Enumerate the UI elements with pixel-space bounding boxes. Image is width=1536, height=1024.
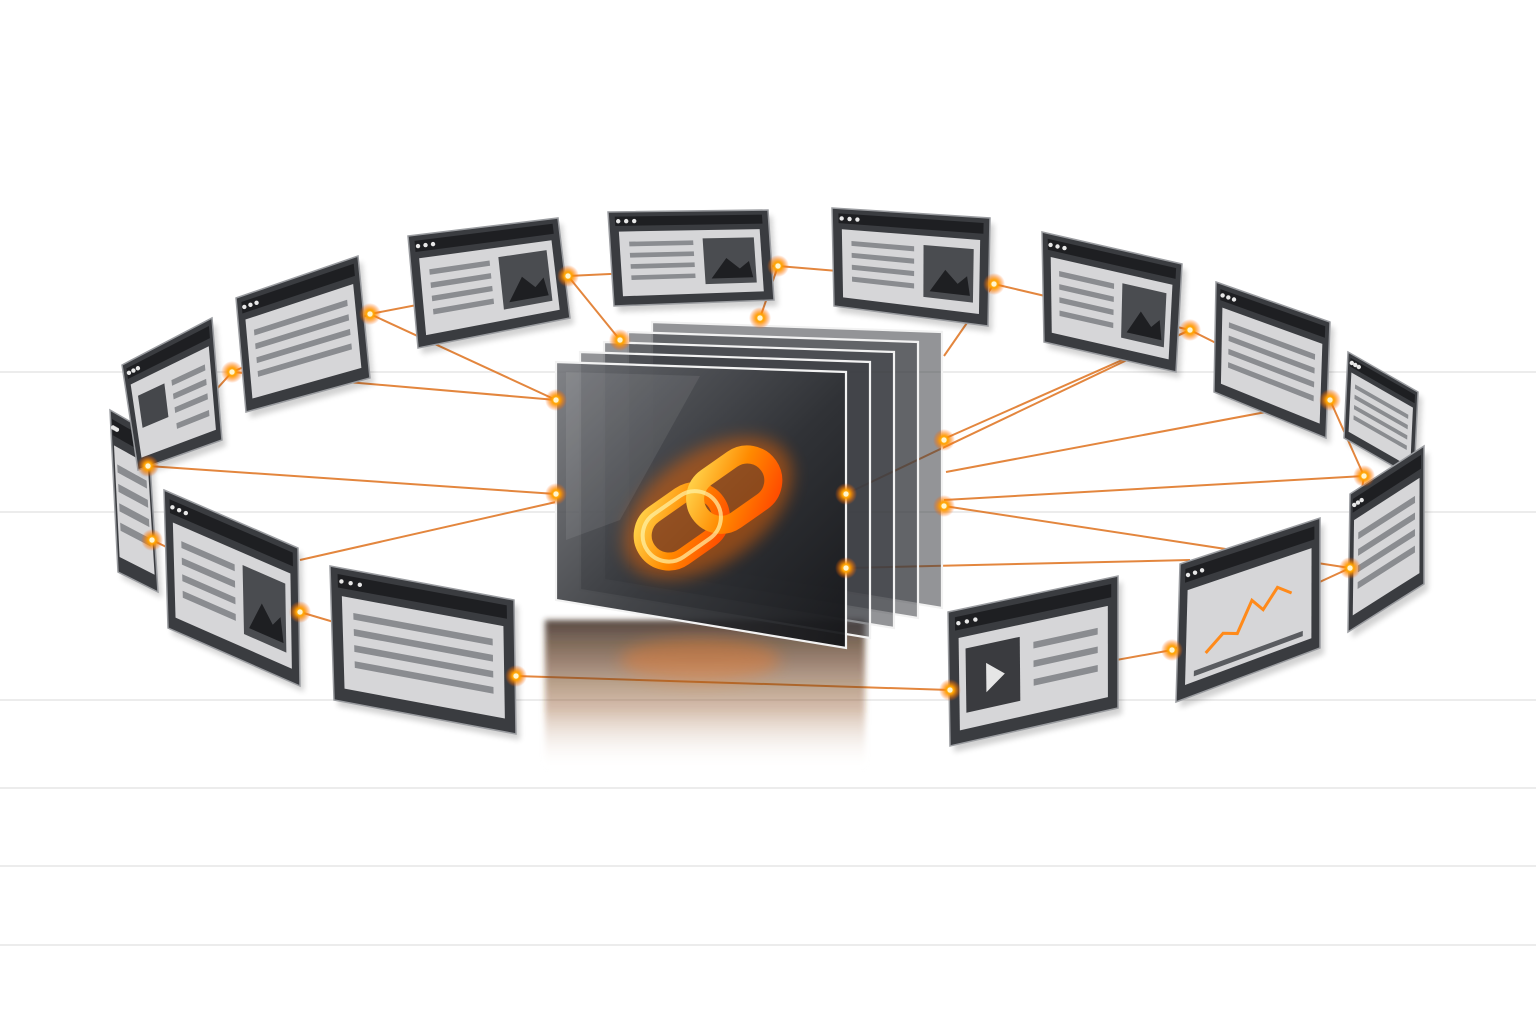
glow-node xyxy=(983,273,1005,295)
glow-node xyxy=(767,255,789,277)
spoke-connector-line xyxy=(147,465,557,495)
image-icon xyxy=(249,603,284,644)
window-title-bar xyxy=(838,213,984,234)
browser-window-icon xyxy=(1343,350,1422,484)
spoke-connector-line xyxy=(943,475,1365,501)
browser-window-icon xyxy=(1347,444,1428,638)
image-icon xyxy=(509,276,549,303)
hub-reflection xyxy=(545,620,865,770)
hub-stack xyxy=(554,320,944,650)
glow-node xyxy=(835,483,857,505)
window-title-bar xyxy=(954,584,1112,631)
browser-window-icon xyxy=(121,316,226,476)
chart-line-icon xyxy=(1204,585,1293,654)
browser-window-icon xyxy=(607,209,778,312)
browser-window-icon xyxy=(1213,280,1334,444)
glow-node xyxy=(1319,389,1341,411)
browser-window-icon xyxy=(831,207,994,332)
glow-node xyxy=(289,601,311,623)
glow-node xyxy=(1339,557,1361,579)
glow-node xyxy=(933,495,955,517)
window-title-bar xyxy=(126,325,210,379)
browser-window-icon xyxy=(235,254,374,418)
glow-node xyxy=(939,679,961,701)
hub-shine xyxy=(566,372,700,540)
glow-node xyxy=(749,307,771,329)
browser-windows xyxy=(109,207,1428,752)
link-chain-icon xyxy=(624,437,792,579)
image-icon xyxy=(929,269,970,296)
window-title-bar xyxy=(1220,289,1326,338)
window-title-bar xyxy=(241,263,355,314)
glow-node xyxy=(221,361,243,383)
glow-node xyxy=(359,303,381,325)
glow-node xyxy=(137,455,159,477)
play-icon xyxy=(986,662,1005,693)
browser-window-icon xyxy=(1175,516,1324,708)
window-title-bar xyxy=(414,223,554,253)
glow-node xyxy=(505,665,527,687)
glow-node xyxy=(1353,465,1375,487)
glow-node xyxy=(1179,319,1201,341)
window-title-bar xyxy=(1350,357,1415,404)
spoke-connector-line xyxy=(299,501,557,561)
glow-node xyxy=(1161,639,1183,661)
window-title-bar xyxy=(169,499,293,567)
window-title-bar xyxy=(1185,526,1315,583)
glow-node xyxy=(609,329,631,351)
connection-nodes xyxy=(137,255,1375,701)
glow-node xyxy=(557,265,579,287)
image-icon xyxy=(711,257,754,279)
browser-window-icon xyxy=(1041,231,1186,378)
window-title-bar xyxy=(337,574,507,619)
glow-node xyxy=(835,557,857,579)
browser-window-icon xyxy=(329,565,520,740)
glow-node xyxy=(141,529,163,551)
glow-node xyxy=(545,389,567,411)
browser-window-icon xyxy=(163,488,304,692)
browser-window-icon xyxy=(407,217,574,354)
window-title-bar xyxy=(1352,454,1422,513)
spoke-connector-line xyxy=(567,275,621,341)
window-title-bar xyxy=(1047,238,1177,279)
window-title-bar xyxy=(614,214,763,226)
spoke-connector-line xyxy=(369,313,557,401)
image-icon xyxy=(1126,311,1162,341)
glow-node xyxy=(545,483,567,505)
browser-window-icon xyxy=(947,575,1122,752)
glow-node xyxy=(933,429,955,451)
